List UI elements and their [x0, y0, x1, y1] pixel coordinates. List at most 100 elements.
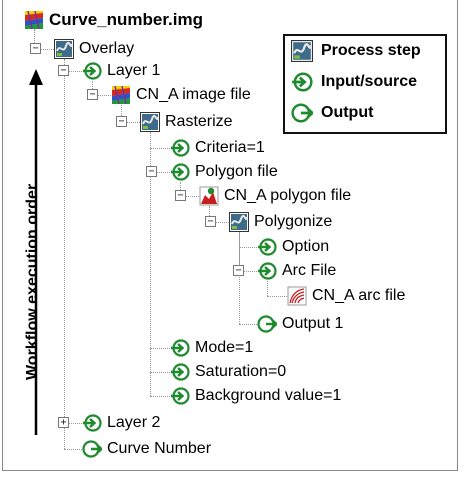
input-source-icon — [258, 238, 277, 256]
legend: Process step Input/source Output — [283, 34, 447, 134]
tree-node[interactable]: Rasterize — [140, 109, 233, 135]
process-step-icon — [140, 112, 160, 132]
tree-connector-vertical — [267, 281, 268, 296]
tree-node-label: CN_A arc file — [312, 287, 406, 304]
execution-order-arrow — [29, 69, 43, 435]
collapse-toggle[interactable]: − — [30, 43, 41, 54]
tree-connector-vertical — [209, 206, 210, 222]
input-source-icon — [171, 387, 190, 405]
tree-connector-vertical — [180, 182, 181, 196]
tree-connector-horizontal — [34, 49, 54, 50]
tree-connector-horizontal — [121, 122, 140, 123]
tree-node-label: Arc File — [282, 262, 337, 279]
collapse-toggle[interactable]: − — [58, 65, 69, 76]
input-source-icon — [83, 62, 102, 80]
legend-label: Process step — [321, 42, 421, 59]
collapse-toggle[interactable]: − — [233, 265, 244, 276]
tree-node-label: Mode=1 — [195, 339, 254, 356]
tree-node[interactable]: Option — [257, 234, 329, 260]
tree-connector-vertical — [92, 81, 93, 95]
output-icon — [291, 103, 313, 123]
collapse-toggle[interactable]: − — [87, 89, 98, 100]
input-source-icon — [292, 72, 313, 92]
arc-file-icon — [287, 286, 307, 306]
tree-connector-horizontal — [150, 348, 170, 349]
tree-node[interactable]: Saturation=0 — [170, 359, 286, 385]
tree-connector-vertical — [150, 132, 151, 396]
tree-node-label: CN_A polygon file — [224, 187, 352, 204]
tree-connector-horizontal — [267, 296, 287, 297]
tree-connector-vertical — [239, 232, 240, 324]
tree-node[interactable]: Arc File — [257, 258, 336, 284]
tree-connector-horizontal — [180, 196, 199, 197]
input-source-icon — [258, 262, 277, 280]
tree-connector-horizontal — [64, 71, 82, 72]
frame-right-border — [457, 0, 458, 471]
tree-node-label: Layer 2 — [107, 414, 161, 431]
polygon-file-icon — [199, 186, 219, 206]
tree-node-label: Polygon file — [195, 163, 278, 180]
tree-node[interactable]: Criteria=1 — [170, 135, 265, 161]
tree-connector-horizontal — [239, 247, 257, 248]
tree-node-label: Curve Number — [107, 440, 212, 457]
frame-bottom-border — [2, 470, 458, 471]
tree-node[interactable]: Overlay — [54, 36, 134, 62]
tree-connector-horizontal — [150, 148, 170, 149]
input-source-icon — [171, 139, 190, 157]
tree-connector-horizontal — [239, 271, 257, 272]
collapse-toggle[interactable]: − — [116, 116, 127, 127]
tree-node[interactable]: CN_A image file — [111, 82, 251, 108]
tree-node-label: Saturation=0 — [195, 363, 287, 380]
tree-connector-horizontal — [209, 222, 229, 223]
tree-node[interactable]: Mode=1 — [170, 335, 253, 361]
tree-node-label: Overlay — [79, 40, 135, 57]
tree-root[interactable]: Curve_number.img — [24, 7, 203, 33]
frame-left-border — [2, 0, 3, 471]
process-step-icon — [291, 40, 313, 62]
tree-node[interactable]: Layer 1 — [82, 58, 160, 84]
raster-file-icon — [112, 85, 130, 105]
tree-node-label: Criteria=1 — [195, 139, 265, 156]
tree-node-label: Polygonize — [254, 213, 333, 230]
tree-node[interactable]: Background value=1 — [170, 383, 341, 409]
process-step-icon — [229, 212, 249, 232]
tree-connector-horizontal — [239, 324, 257, 325]
root-label: Curve_number.img — [49, 10, 203, 29]
tree-node[interactable]: CN_A polygon file — [199, 183, 351, 209]
tree-node-label: CN_A image file — [136, 86, 251, 103]
input-source-icon — [83, 414, 102, 432]
tree-node[interactable]: CN_A arc file — [287, 283, 405, 309]
tree-node-label: Rasterize — [165, 113, 233, 130]
legend-item-input-source: Input/source — [291, 71, 417, 93]
tree-node[interactable]: Polygon file — [170, 159, 278, 185]
tree-connector-vertical — [34, 29, 35, 49]
tree-connector-horizontal — [92, 95, 111, 96]
output-icon — [257, 315, 277, 333]
tree-node[interactable]: Layer 2 — [82, 410, 160, 436]
tree-connector-horizontal — [64, 449, 82, 450]
raster-file-icon — [25, 10, 43, 30]
tree-connector-horizontal — [150, 172, 170, 173]
tree-connector-horizontal — [150, 372, 170, 373]
tree-node-label: Output 1 — [282, 315, 344, 332]
collapse-toggle[interactable]: − — [205, 216, 216, 227]
tree-node[interactable]: Polygonize — [229, 209, 332, 235]
input-source-icon — [171, 163, 190, 181]
legend-label: Output — [321, 104, 374, 121]
tree-connector-vertical — [64, 59, 65, 449]
tree-connector-vertical — [121, 105, 122, 122]
tree-node-label: Layer 1 — [107, 62, 161, 79]
input-source-icon — [171, 363, 190, 381]
tree-node[interactable]: Output 1 — [257, 311, 343, 337]
collapse-toggle[interactable]: − — [146, 166, 157, 177]
legend-item-output: Output — [291, 102, 373, 124]
process-step-icon — [54, 39, 74, 59]
legend-label: Input/source — [321, 73, 418, 90]
tree-node-label: Background value=1 — [195, 387, 342, 404]
collapse-toggle[interactable]: − — [175, 190, 186, 201]
legend-item-process-step: Process step — [291, 40, 421, 62]
tree-node[interactable]: Curve Number — [82, 436, 211, 462]
output-icon — [82, 440, 102, 458]
expand-toggle[interactable]: + — [58, 417, 69, 428]
